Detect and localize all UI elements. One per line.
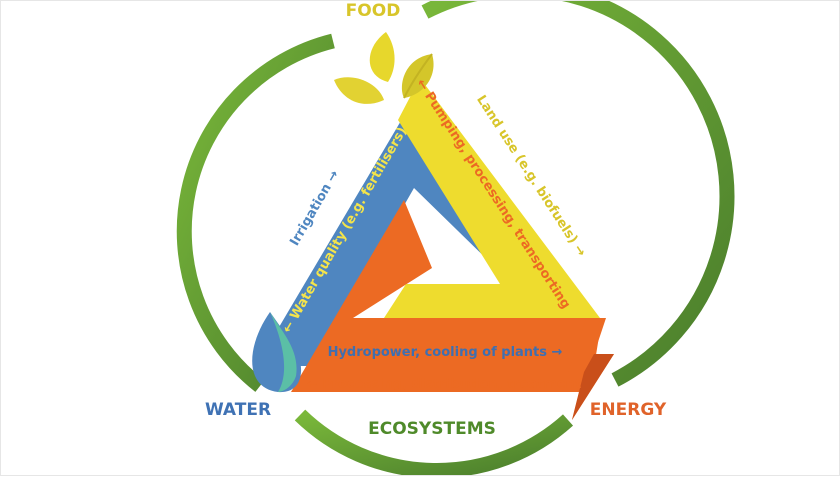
ring-arc-left	[176, 33, 335, 392]
energy-label: ENERGY	[590, 400, 667, 420]
ring-arc-right	[421, 0, 735, 387]
leaf-icon	[334, 32, 434, 104]
ecosystems-label: ECOSYSTEMS	[368, 419, 496, 439]
food-label: FOOD	[346, 1, 401, 21]
water-label: WATER	[205, 400, 271, 420]
flow-hydropower: Hydropower, cooling of plants →	[328, 345, 563, 360]
ring-arc-bottom	[294, 409, 574, 478]
water-drop-icon	[252, 312, 302, 393]
lightning-bolt-shade	[572, 354, 614, 420]
ecosystem-ring	[176, 0, 735, 478]
water-band	[256, 92, 548, 366]
food-band	[384, 78, 600, 318]
energy-band	[291, 200, 602, 392]
flow-processing: ← Processing, distribution, treatment	[307, 377, 582, 392]
